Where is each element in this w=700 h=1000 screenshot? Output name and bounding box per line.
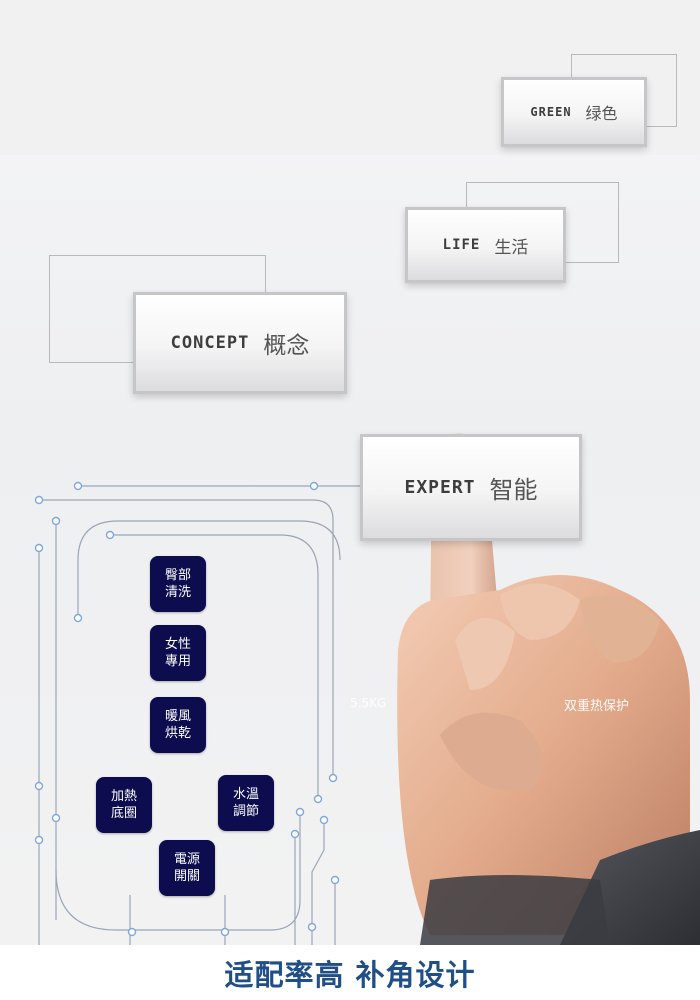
water-temp-button[interactable]: 水溫 調節 <box>218 775 274 831</box>
feminine-wash-label-1: 女性 <box>164 637 191 652</box>
weight-spec: 5.5KG <box>350 696 387 710</box>
footer-banner: 适配率高 补角设计 <box>0 945 700 1000</box>
hip-wash-button[interactable]: 臀部 清洗 <box>150 556 206 612</box>
seat-heating-label-2: 底圈 <box>110 806 137 821</box>
hero-image: GREEN 绿色 LIFE 生活 CONCEPT 概念 EXPERT 智能 臀部… <box>0 0 700 945</box>
power-label-2: 開關 <box>173 869 200 884</box>
circuit-lines <box>34 481 360 945</box>
power-label-1: 電源 <box>173 852 200 867</box>
protection-spec: 双重热保护 <box>564 699 630 714</box>
green-card-english: GREEN <box>530 105 572 119</box>
feminine-wash-button[interactable]: 女性 專用 <box>150 625 206 681</box>
pointing-hand-image <box>397 433 700 945</box>
seat-heating-button[interactable]: 加熱 底圈 <box>96 777 152 833</box>
feminine-wash-label-2: 專用 <box>164 654 191 669</box>
expert-card-chinese: 智能 <box>489 476 538 504</box>
warm-air-dry-label-2: 烘乾 <box>164 726 191 741</box>
life-card: LIFE 生活 <box>405 207 566 283</box>
green-card: GREEN 绿色 <box>501 77 647 147</box>
warm-air-dry-label-1: 暖風 <box>164 709 191 724</box>
green-card-chinese: 绿色 <box>585 104 618 123</box>
expert-card: EXPERT 智能 <box>360 434 582 541</box>
life-card-english: LIFE <box>442 237 481 253</box>
warm-air-dry-button[interactable]: 暖風 烘乾 <box>150 697 206 753</box>
power-button[interactable]: 電源 開關 <box>159 840 215 896</box>
concept-card-english: CONCEPT <box>170 333 250 353</box>
hip-wash-label-1: 臀部 <box>164 568 191 583</box>
seat-heating-label-1: 加熱 <box>110 789 137 804</box>
water-temp-label-1: 水溫 <box>232 787 259 802</box>
life-card-chinese: 生活 <box>494 237 529 258</box>
expert-card-english: EXPERT <box>404 477 476 498</box>
slogan-text: 适配率高 补角设计 <box>224 957 476 992</box>
water-temp-label-2: 調節 <box>232 804 259 819</box>
concept-card-chinese: 概念 <box>263 333 310 359</box>
hip-wash-label-2: 清洗 <box>164 585 191 600</box>
concept-card: CONCEPT 概念 <box>133 292 347 394</box>
